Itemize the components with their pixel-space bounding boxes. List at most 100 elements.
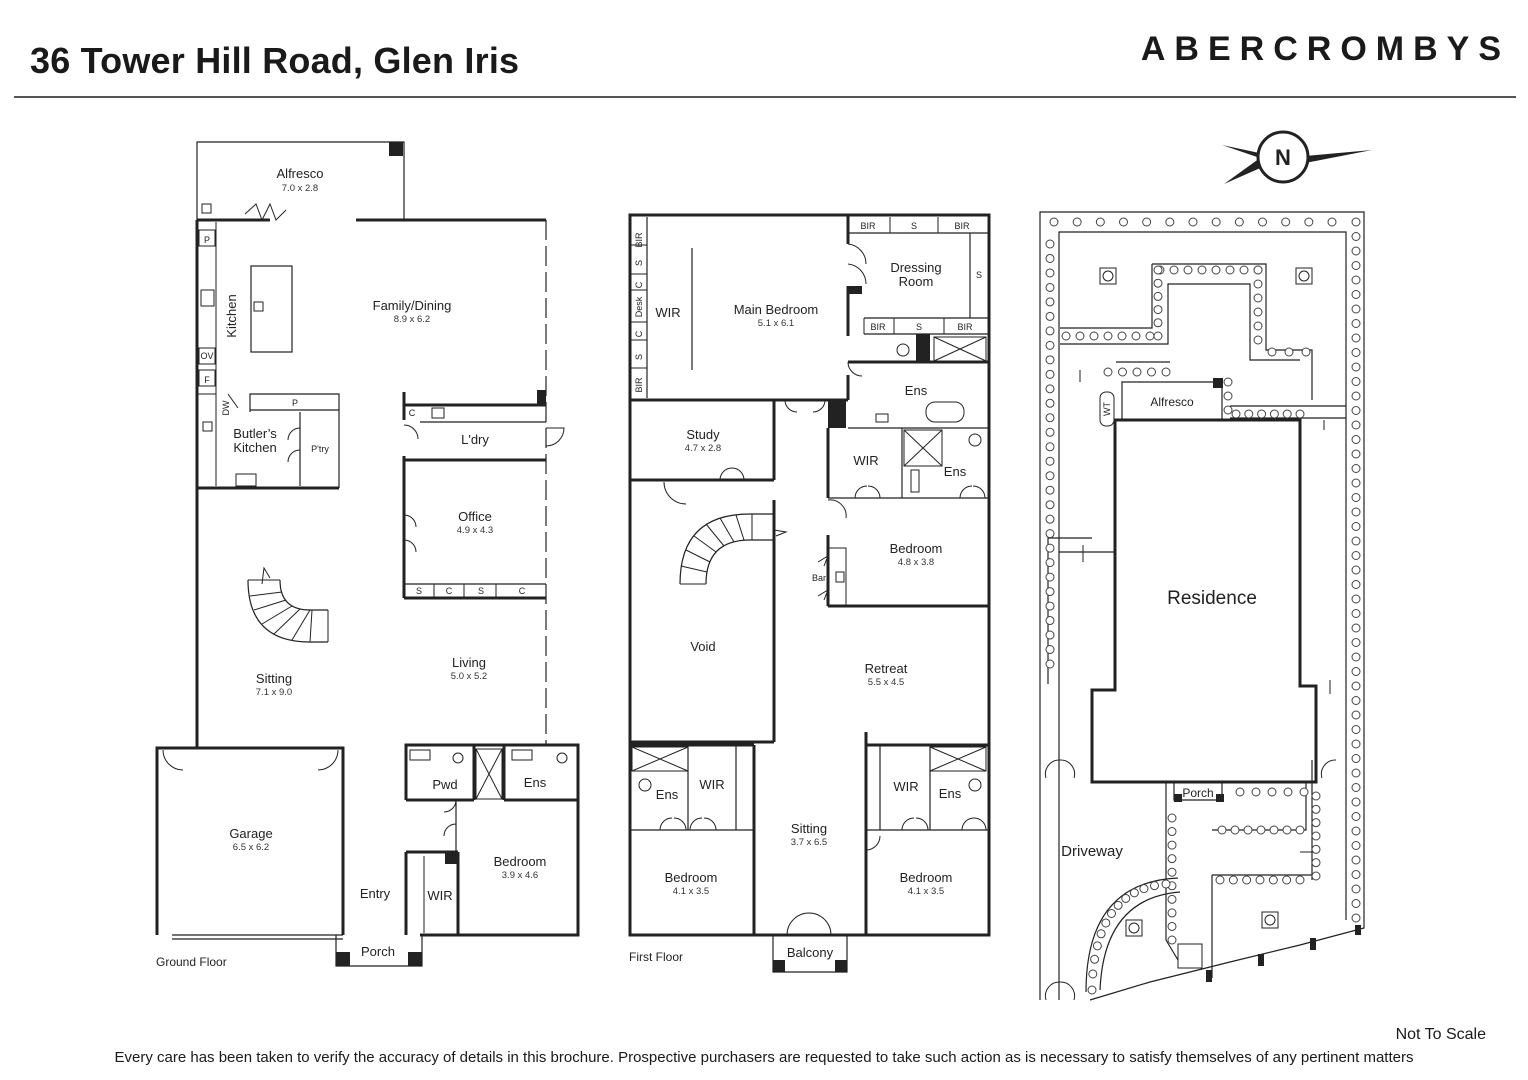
gf-fridge-marker: F bbox=[204, 375, 210, 385]
hedge-dot bbox=[1253, 321, 1263, 331]
gf-pantry-marker-2: P bbox=[292, 398, 298, 408]
hedge-dot bbox=[1311, 791, 1321, 801]
hedge-dot bbox=[1223, 391, 1233, 401]
ff-dressing-room-label: Dressing bbox=[890, 260, 941, 275]
ff-wir-3-label: WIR bbox=[699, 777, 724, 792]
hedge-dot bbox=[1215, 875, 1225, 885]
hedge-dot bbox=[1045, 601, 1055, 611]
hedge-dot bbox=[1167, 867, 1177, 877]
hedge-dot bbox=[1253, 307, 1263, 317]
first-floor-title: First Floor bbox=[629, 950, 683, 964]
hedge-dot bbox=[1045, 645, 1055, 655]
ff-void-label: Void bbox=[690, 639, 715, 654]
gf-alfresco-label: Alfresco bbox=[277, 166, 324, 181]
hedge-dot bbox=[1351, 681, 1361, 691]
hedge-dot bbox=[1282, 875, 1292, 885]
ff-desk-marker: Desk bbox=[634, 296, 644, 317]
hedge-dot bbox=[1311, 831, 1321, 841]
hedge-dot bbox=[1095, 217, 1105, 227]
hedge-dot bbox=[1167, 840, 1177, 850]
hedge-dot bbox=[1351, 797, 1361, 807]
hedge-dot bbox=[1327, 217, 1337, 227]
hedge-dot bbox=[1283, 787, 1293, 797]
hedge-dot bbox=[1045, 253, 1055, 263]
hedge-dot bbox=[1045, 587, 1055, 597]
hedge-dot bbox=[1167, 854, 1177, 864]
hedge-dot bbox=[1045, 616, 1055, 626]
hedge-dot bbox=[1217, 825, 1227, 835]
hedge-dot bbox=[1253, 335, 1263, 345]
hedge-dot bbox=[1295, 825, 1305, 835]
hedge-dot bbox=[1132, 367, 1142, 377]
hedge-dot bbox=[1088, 969, 1098, 979]
hedge-dot bbox=[1244, 409, 1254, 419]
hedge-dot bbox=[1075, 331, 1085, 341]
hedge-dot bbox=[1351, 275, 1361, 285]
disclaimer-text: Every care has been taken to verify the … bbox=[114, 1049, 1414, 1066]
hedge-dot bbox=[1351, 493, 1361, 502]
hedge-dot bbox=[1061, 331, 1071, 341]
hedge-dot bbox=[1092, 941, 1102, 951]
ff-shelf-marker-b: S bbox=[634, 354, 644, 360]
hedge-dot bbox=[1351, 783, 1361, 792]
ff-ensuite-4-label: Ens bbox=[939, 786, 962, 801]
hedge-dot bbox=[1225, 265, 1235, 275]
hedge-dot bbox=[1351, 391, 1361, 401]
gf-garage-label: Garage bbox=[229, 826, 272, 841]
hedge-dot bbox=[1351, 261, 1361, 270]
ff-main-bedroom-label: Main Bedroom bbox=[734, 302, 819, 317]
ff-shelf-marker-a: S bbox=[634, 260, 644, 266]
hedge-dot bbox=[1351, 420, 1361, 430]
hedge-dot bbox=[1045, 384, 1055, 394]
hedge-dot bbox=[1351, 594, 1361, 604]
site-plan: Residence Alfresco Porch Driveway WT bbox=[1039, 211, 1365, 1001]
gf-garage-dims: 6.5 x 6.2 bbox=[233, 842, 269, 853]
hedge-dot bbox=[1045, 413, 1055, 423]
hedge-dot bbox=[1351, 464, 1361, 473]
hedge-dot bbox=[1167, 935, 1177, 945]
ff-bedroom-2-dims: 4.8 x 3.8 bbox=[898, 557, 934, 568]
hedge-dot bbox=[1351, 884, 1361, 894]
ff-sitting-dims: 3.7 x 6.5 bbox=[791, 837, 827, 848]
ff-shelf-marker-e: S bbox=[916, 322, 922, 332]
hedge-dot bbox=[1351, 246, 1361, 256]
hedge-dot bbox=[1161, 879, 1171, 889]
gf-laundry-label: L'dry bbox=[461, 432, 489, 447]
hedge-dot bbox=[1242, 875, 1252, 885]
hedge-dot bbox=[1045, 558, 1055, 568]
ff-sitting-label: Sitting bbox=[791, 821, 827, 836]
hedge-dot bbox=[1045, 543, 1055, 553]
ff-bedroom-4-label: Bedroom bbox=[900, 870, 953, 885]
hedge-dot bbox=[1090, 954, 1100, 964]
gf-butlers-kitchen-label-2: Kitchen bbox=[233, 440, 276, 455]
hedge-dot bbox=[1267, 787, 1277, 797]
gf-bedroom-label: Bedroom bbox=[494, 854, 547, 869]
ff-bir-marker-f: BIR bbox=[957, 322, 973, 332]
hedge-dot bbox=[1351, 913, 1361, 923]
hedge-dot bbox=[1045, 514, 1055, 524]
gf-pantry-marker-1: P bbox=[204, 235, 210, 245]
hedge-dot bbox=[1351, 290, 1361, 299]
hedge-dot bbox=[1351, 362, 1361, 372]
hedge-dot bbox=[1351, 667, 1361, 676]
hedge-dot bbox=[1351, 536, 1361, 546]
gf-porch-label: Porch bbox=[361, 944, 395, 959]
hedge-dot bbox=[1253, 293, 1263, 303]
gf-cupboard-marker-1: C bbox=[446, 586, 453, 596]
ff-cupboard-marker-b: C bbox=[634, 330, 644, 337]
hedge-dot bbox=[1045, 529, 1055, 539]
gf-laundry-cupboard-marker: C bbox=[409, 408, 416, 418]
hedge-dot bbox=[1251, 787, 1261, 797]
hedge-dot bbox=[1351, 522, 1361, 531]
hedge-dot bbox=[1231, 409, 1241, 419]
hedge-dot bbox=[1351, 855, 1361, 865]
gf-cupboard-marker-2: C bbox=[519, 586, 526, 596]
ff-ensuite-3-label: Ens bbox=[656, 787, 679, 802]
gf-powder-label: Pwd bbox=[432, 777, 457, 792]
hedge-dot bbox=[1268, 875, 1278, 885]
hedge-dot bbox=[1045, 398, 1055, 408]
ff-shelf-marker-d: S bbox=[976, 270, 982, 280]
hedge-dot bbox=[1253, 265, 1263, 275]
hedge-dot bbox=[1169, 265, 1179, 275]
hedge-dot bbox=[1096, 929, 1106, 939]
